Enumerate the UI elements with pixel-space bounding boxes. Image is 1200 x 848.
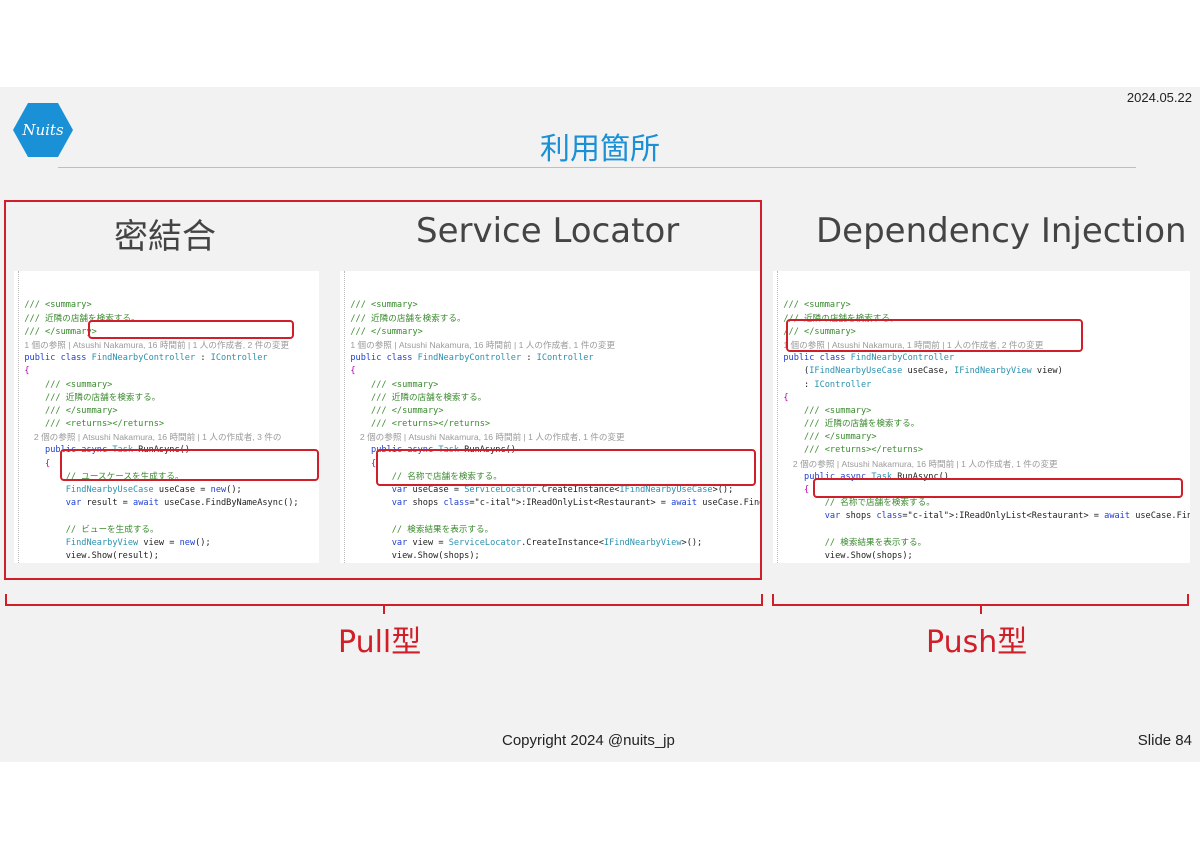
code-line: {	[350, 366, 356, 377]
copyright-text: Copyright 2024 @nuits_jp	[502, 732, 675, 749]
slide-title: 利用箇所	[540, 132, 660, 167]
code-line: 2 個の参照 | Atsushi Nakamura, 16 時間前 | 1 人の…	[24, 432, 282, 443]
slide: 2024.05.22 Nuits 利用箇所 密結合 Service Locato…	[0, 87, 1200, 762]
code-line: 2 個の参照 | Atsushi Nakamura, 16 時間前 | 1 人の…	[350, 432, 625, 443]
code-line: /// <returns></returns>	[24, 419, 165, 430]
code-line: var view = ServiceLocator.CreateInstance…	[391, 537, 703, 548]
highlight-service-locator-calls	[376, 449, 756, 486]
code-line: var useCase = ServiceLocator.CreateInsta…	[391, 485, 734, 496]
code-line: var result = await useCase.FindByNameAsy…	[65, 498, 299, 509]
code-line: : IController	[773, 379, 872, 390]
nuits-logo-icon: Nuits	[13, 103, 73, 157]
code-line: /// 近隣の店舗を検索する。	[350, 313, 466, 324]
code-line: /// <returns></returns>	[350, 419, 491, 430]
code-line: public class FindNearbyController	[783, 353, 955, 364]
code-line: 2 個の参照 | Atsushi Nakamura, 16 時間前 | 1 人の…	[783, 458, 1058, 469]
code-line: /// <summary>	[24, 379, 113, 390]
code-line: /// </summary>	[24, 326, 97, 337]
code-line: public async Task RunAsync()	[804, 471, 949, 482]
indent-guide	[777, 271, 779, 563]
code-line: {	[24, 366, 30, 377]
code-line: /// </summary>	[783, 326, 856, 337]
code-line: FindNearbyView view = new();	[65, 537, 211, 548]
slide-number: Slide 84	[1137, 732, 1192, 749]
code-line	[14, 510, 319, 523]
code-line: /// </summary>	[783, 432, 877, 443]
code-line: {	[783, 485, 810, 496]
code-line: /// </summary>	[24, 405, 118, 416]
indent-guide	[344, 271, 346, 563]
group-braces	[5, 594, 1189, 614]
pull-group-frame	[4, 200, 762, 580]
highlight-direct-instantiation	[60, 449, 319, 481]
indent-guide	[18, 271, 20, 563]
heading-service-locator: Service Locator	[416, 211, 680, 251]
highlight-injected-usage	[813, 478, 1183, 498]
code-line: // 名称で店舗を検索する。	[350, 471, 502, 482]
code-line: /// <returns></returns>	[783, 445, 924, 456]
code-line: /// 近隣の店舗を検索する。	[350, 392, 487, 403]
heading-tight-coupling: 密結合	[114, 217, 216, 257]
code-panel-service-locator: /// <summary> /// 近隣の店舗を検索する。 /// </summ…	[340, 271, 760, 563]
code-line: var shops class="c-ital">:IReadOnlyList<…	[391, 498, 760, 509]
code-line: view.Show(shops);	[773, 550, 913, 561]
code-line: // ユースケースを生成する。	[24, 471, 184, 482]
code-line: /// <summary>	[350, 300, 418, 311]
code-line	[773, 524, 1190, 537]
code-line: /// 近隣の店舗を検索する。	[783, 419, 920, 430]
push-brace	[772, 594, 1189, 614]
code-line: // ビューを生成する。	[24, 524, 159, 535]
code-line: // 検索結果を表示する。	[783, 537, 927, 548]
code-line: 1 個の参照 | Atsushi Nakamura, 1 時間前 | 1 人の作…	[783, 339, 1044, 350]
highlight-constructor-injection	[786, 319, 1083, 352]
code-line: view.Show(shops);	[340, 550, 480, 561]
code-line: /// <summary>	[350, 379, 439, 390]
code-line: /// </summary>	[350, 326, 423, 337]
code-line: /// <summary>	[783, 405, 872, 416]
code-line: view.Show(result);	[14, 550, 159, 561]
heading-dependency-injection: Dependency Injection	[816, 211, 1187, 251]
push-type-label: Push型	[926, 625, 1028, 660]
code-panel-dependency-injection: /// <summary> /// 近隣の店舗を検索する。 /// </summ…	[773, 271, 1190, 563]
pull-brace	[5, 594, 763, 614]
code-line: (IFindNearbyUseCase useCase, IFindNearby…	[773, 366, 1063, 377]
code-line: 1 個の参照 | Atsushi Nakamura, 16 時間前 | 1 人の…	[24, 339, 290, 350]
code-line: /// <summary>	[783, 300, 851, 311]
title-underline	[58, 167, 1136, 168]
code-line: // 検索結果を表示する。	[350, 524, 494, 535]
code-panel-tight-coupling: /// <summary> /// 近隣の店舗を検索する。 /// </summ…	[14, 271, 319, 563]
code-line: /// 近隣の店舗を検索する。	[24, 392, 161, 403]
code-line: FindNearbyUseCase useCase = new();	[65, 485, 242, 496]
code-line: var shops class="c-ital">:IReadOnlyList<…	[824, 511, 1190, 522]
code-line: 1 個の参照 | Atsushi Nakamura, 16 時間前 | 1 人の…	[350, 339, 616, 350]
code-line: {	[783, 392, 789, 403]
code-line: {	[350, 458, 377, 469]
code-line: public class FindNearbyController : ICon…	[24, 353, 268, 364]
logo-text: Nuits	[21, 121, 64, 139]
slide-date: 2024.05.22	[1126, 90, 1192, 105]
code-line: /// 近隣の店舗を検索する。	[783, 313, 899, 324]
code-line: /// 近隣の店舗を検索する。	[24, 313, 140, 324]
code-line: {	[24, 458, 51, 469]
code-line: /// </summary>	[350, 405, 444, 416]
pull-type-label: Pull型	[338, 625, 422, 660]
code-line: // 名称で店舗を検索する。	[783, 498, 935, 509]
code-line: public class FindNearbyController : ICon…	[350, 353, 594, 364]
highlight-controller-declaration	[88, 320, 294, 339]
code-line	[340, 510, 760, 523]
code-line: /// <summary>	[24, 300, 92, 311]
